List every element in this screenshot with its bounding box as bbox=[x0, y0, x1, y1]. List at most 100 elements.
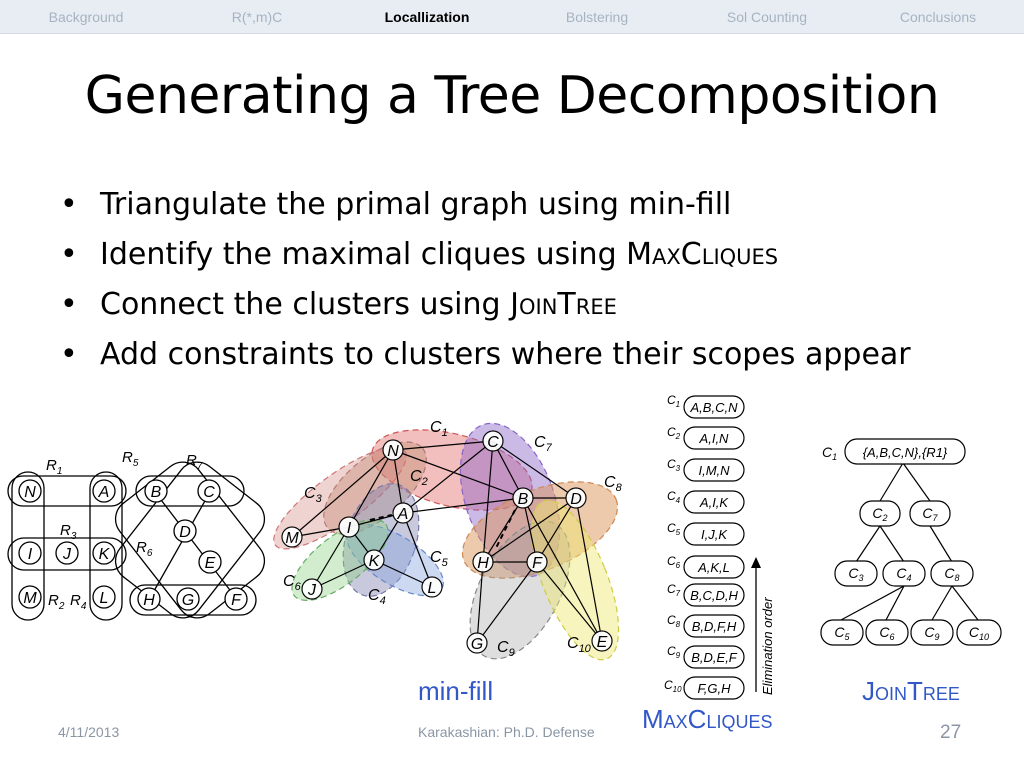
graph-node bbox=[92, 585, 116, 609]
clique-label: C6 bbox=[667, 554, 681, 570]
edge bbox=[402, 512, 433, 588]
clique-label: C2 bbox=[667, 425, 681, 441]
nav-tab-bolstering[interactable]: Bolstering bbox=[565, 9, 629, 25]
edge bbox=[476, 561, 538, 644]
graph-node bbox=[18, 479, 42, 503]
clique-box bbox=[683, 522, 745, 546]
clique-set: A,I,K bbox=[699, 495, 730, 510]
edge bbox=[154, 491, 237, 599]
node-label: B bbox=[518, 491, 529, 508]
minfill-graph: N C A I B D M K H F J L G E C1 C2 C3 C4 … bbox=[273, 419, 623, 661]
graph-node bbox=[472, 551, 494, 573]
graph-node bbox=[565, 487, 587, 509]
clique-box bbox=[683, 426, 745, 450]
relation-scope bbox=[135, 475, 245, 507]
tree-edge bbox=[840, 585, 905, 621]
relation-label: R3 bbox=[60, 522, 77, 542]
edge bbox=[402, 440, 494, 514]
nav-tab-localization[interactable]: Locallization bbox=[384, 9, 470, 25]
footer-date: 4/11/2013 bbox=[58, 724, 120, 740]
tree-edge bbox=[929, 525, 953, 563]
graph-node bbox=[482, 430, 504, 452]
tree-node bbox=[820, 619, 864, 646]
edge bbox=[392, 449, 404, 514]
footer-author: Karakashian: Ph.D. Defense bbox=[418, 724, 595, 740]
graph-node bbox=[18, 541, 42, 565]
graph-node bbox=[197, 479, 221, 503]
clique-set: I,M,N bbox=[698, 463, 730, 478]
tree-node bbox=[909, 500, 951, 527]
clique-box bbox=[683, 395, 745, 419]
tree-edge bbox=[902, 462, 931, 502]
constraint-graph: N A B C I J K D E M L H G F R1 R3 R2 R4 … bbox=[7, 449, 266, 621]
node-label: J bbox=[62, 546, 72, 563]
node-label: A bbox=[397, 506, 409, 523]
nav-tab-sol-counting[interactable]: Sol Counting bbox=[726, 9, 808, 25]
nav-tab-rmc[interactable]: R(*,m)C bbox=[231, 9, 283, 25]
edge bbox=[482, 440, 494, 563]
arrow-head-icon bbox=[751, 557, 761, 568]
graph-node bbox=[466, 632, 488, 654]
node-label: D bbox=[570, 491, 582, 508]
tree-edge bbox=[885, 585, 905, 621]
graph-node bbox=[392, 502, 414, 524]
tree-node bbox=[859, 500, 901, 527]
graph-node bbox=[144, 479, 168, 503]
minfill-caption: min-fill bbox=[418, 676, 494, 706]
graph-node bbox=[18, 585, 42, 609]
node-label: N bbox=[387, 443, 399, 460]
relation-scope bbox=[11, 471, 45, 621]
graph-node bbox=[363, 549, 385, 571]
node-label: C bbox=[203, 484, 215, 501]
edge bbox=[348, 449, 394, 528]
slide-title: Generating a Tree Decomposition bbox=[84, 66, 940, 126]
edge bbox=[536, 497, 577, 563]
bullet-item: Triangulate the primal graph using min-f… bbox=[58, 180, 911, 230]
edge bbox=[373, 559, 433, 588]
graph-node bbox=[92, 479, 116, 503]
join-tree: C1 {A,B,C,N},{R1} C2 C7 C3 C4 C8 C5 C6 C… bbox=[820, 438, 1002, 646]
node-label: N bbox=[24, 484, 36, 501]
tree-node bbox=[930, 560, 974, 587]
clique-label: C7 bbox=[667, 582, 681, 598]
tree-node bbox=[834, 560, 878, 587]
clique-box bbox=[683, 583, 745, 607]
maxcliques-caption: MaxCliques bbox=[642, 704, 773, 734]
edge bbox=[536, 561, 603, 642]
graph-node bbox=[55, 541, 79, 565]
bullet-item: Add constraints to clusters where their … bbox=[58, 330, 911, 380]
node-label: M bbox=[285, 530, 299, 547]
node-label: K bbox=[369, 553, 381, 570]
node-label: L bbox=[428, 580, 437, 597]
node-label: M bbox=[23, 590, 37, 607]
clique-set: A,B,C,N bbox=[690, 400, 739, 415]
relation-label: R4 bbox=[70, 592, 87, 612]
relation-label: R2 bbox=[48, 592, 65, 612]
clique-set: A,I,N bbox=[699, 431, 730, 446]
edge bbox=[492, 440, 577, 499]
tree-edge bbox=[879, 462, 904, 502]
edge bbox=[492, 440, 524, 499]
nav-tab-background[interactable]: Background bbox=[48, 9, 124, 25]
fill-edge bbox=[369, 514, 393, 521]
cluster-c10 bbox=[530, 499, 620, 661]
graph-node bbox=[591, 630, 613, 652]
node-label: A bbox=[98, 484, 110, 501]
fill-edge bbox=[494, 509, 516, 551]
edge bbox=[392, 449, 524, 499]
jointree-term: JoinTree bbox=[510, 287, 617, 322]
node-label: F bbox=[231, 592, 242, 609]
graph-node bbox=[176, 587, 200, 611]
clique-box bbox=[683, 676, 745, 700]
bullet-item: Connect the clusters using JoinTree bbox=[58, 280, 911, 330]
clique-set: A,K,L bbox=[697, 560, 730, 575]
clique-label: C3 bbox=[667, 457, 681, 473]
graph-node bbox=[421, 576, 443, 598]
jointree-caption: JoinTree bbox=[862, 676, 960, 706]
node-label: J bbox=[307, 582, 317, 599]
node-label: E bbox=[597, 634, 608, 651]
clique-box bbox=[683, 614, 745, 638]
nav-tab-conclusions[interactable]: Conclusions bbox=[899, 9, 977, 25]
node-label: H bbox=[143, 592, 155, 609]
edge bbox=[402, 497, 524, 514]
